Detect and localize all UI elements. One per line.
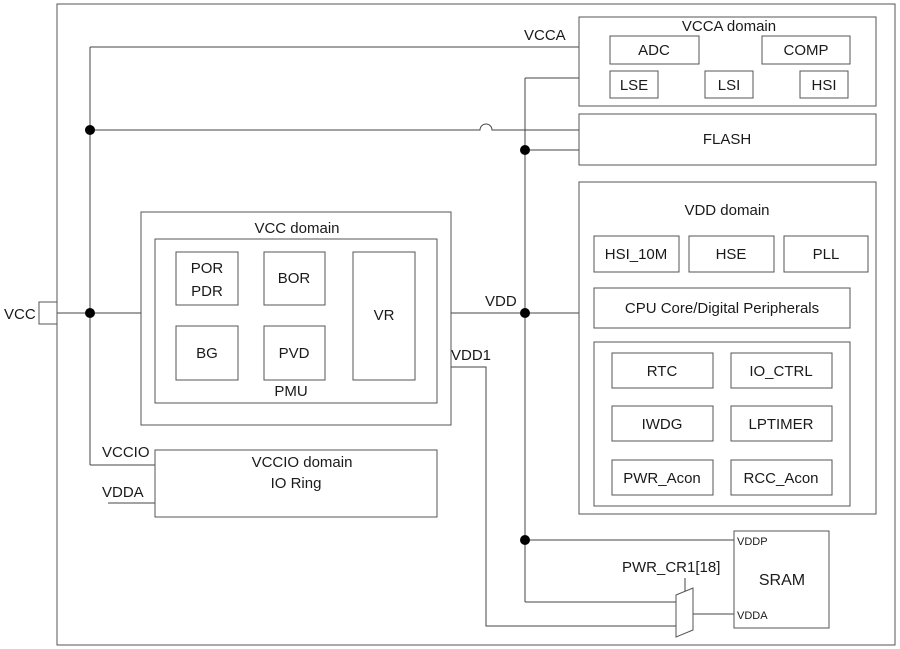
hsi-label: HSI <box>811 77 836 94</box>
junction-dot <box>520 308 530 318</box>
rtc-block <box>611 352 714 389</box>
cpu-core-block <box>593 287 851 329</box>
pwr-cr1-label: PWR_CR1[18] <box>622 559 720 576</box>
io-ring-label: IO Ring <box>271 475 322 492</box>
pvd-label: PVD <box>279 345 310 362</box>
vdd1-label: VDD1 <box>451 347 491 364</box>
vdd-label: VDD <box>485 293 517 310</box>
sram-vdda-label: VDDA <box>737 610 768 622</box>
hsi10m-label: HSI_10M <box>605 246 668 263</box>
pll-block <box>783 235 869 273</box>
hse-label: HSE <box>716 246 747 263</box>
rcc-acon-block <box>730 459 833 496</box>
vcc-domain: VCC domain PMU POR PDR BOR BG PVD VR <box>140 211 452 426</box>
junction-dot <box>85 308 95 318</box>
vccio-domain: VCCIO domain IO Ring <box>154 449 438 518</box>
io-ctrl-block <box>730 352 833 389</box>
vccio-label: VCCIO <box>102 444 150 461</box>
junction-dot <box>85 125 95 135</box>
por-label: POR <box>191 260 224 277</box>
pwr-acon-block <box>611 459 714 496</box>
pvd-block <box>263 325 326 381</box>
hsi-block <box>799 70 849 99</box>
vcca-domain-title: VCCA domain <box>682 18 776 35</box>
bor-block <box>263 251 326 306</box>
power-switch-mux <box>675 587 694 638</box>
pll-label: PLL <box>813 246 840 263</box>
vdd-domain-title: VDD domain <box>684 202 769 219</box>
lsi-label: LSI <box>718 77 741 94</box>
pwr-acon-label: PWR_Acon <box>623 470 701 487</box>
bg-block <box>175 325 239 381</box>
vdda-label: VDDA <box>102 484 144 501</box>
lse-block <box>609 70 659 99</box>
pmu-label: PMU <box>274 383 307 400</box>
bor-label: BOR <box>278 270 311 287</box>
vcca-label: VCCA <box>524 27 566 44</box>
por-pdr-block <box>175 251 239 306</box>
sram-block: SRAM VDDP VDDA <box>733 530 830 629</box>
vddp-label: VDDP <box>737 536 768 548</box>
bg-label: BG <box>196 345 218 362</box>
sram-label: SRAM <box>759 572 805 589</box>
cpu-core-label: CPU Core/Digital Peripherals <box>625 300 819 317</box>
iwdg-label: IWDG <box>642 416 683 433</box>
vr-block <box>352 251 416 381</box>
adc-block <box>609 35 700 65</box>
comp-block <box>761 35 851 65</box>
hse-block <box>688 235 775 273</box>
junction-dot <box>520 145 530 155</box>
vcc-label: VCC <box>4 306 36 323</box>
pdr-label: PDR <box>191 283 223 300</box>
lsi-block <box>704 70 754 99</box>
vdd-domain: VDD domain HSI_10M HSE PLL CPU Core/Digi… <box>578 181 877 515</box>
hsi10m-block <box>593 235 680 273</box>
io-ctrl-label: IO_CTRL <box>749 363 812 380</box>
flash-label: FLASH <box>703 131 751 148</box>
iwdg-block <box>611 405 714 442</box>
lptimer-label: LPTIMER <box>748 416 813 433</box>
rtc-label: RTC <box>647 363 678 380</box>
vcc-domain-title: VCC domain <box>254 220 339 237</box>
junctions <box>85 125 530 545</box>
adc-label: ADC <box>638 42 670 59</box>
wires <box>57 46 734 627</box>
flash-block: FLASH <box>578 113 877 166</box>
lptimer-block <box>730 405 833 442</box>
vcca-domain: VCCA domain ADC COMP LSE LSI HSI <box>578 16 877 107</box>
comp-label: COMP <box>784 42 829 59</box>
vccio-domain-title: VCCIO domain <box>252 454 353 471</box>
junction-dot <box>520 535 530 545</box>
rcc-acon-label: RCC_Acon <box>743 470 818 487</box>
vcc-pin <box>38 301 58 325</box>
vr-label: VR <box>374 307 395 324</box>
lse-label: LSE <box>620 77 648 94</box>
